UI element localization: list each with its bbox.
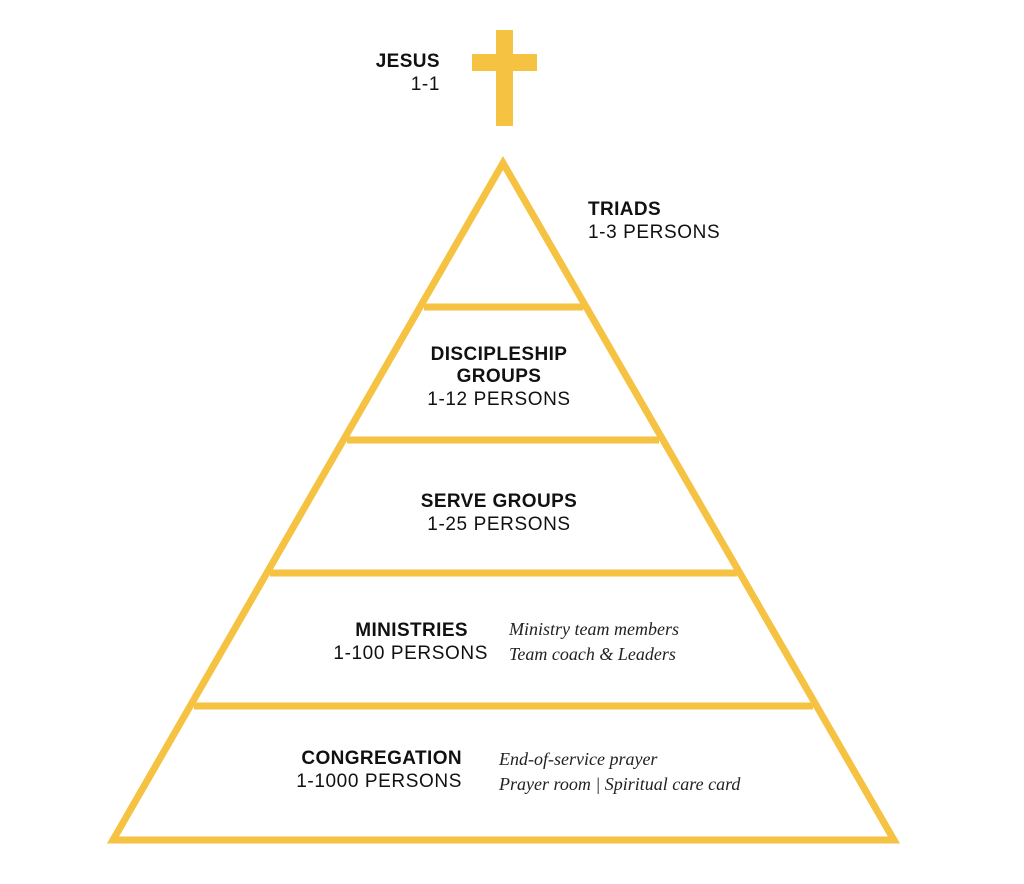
pyramid-outline (106, 155, 901, 844)
tier-title-line1: DISCIPLESHIP (430, 344, 568, 365)
tier-count: 1-25 PERSONS (427, 514, 571, 535)
tier-label-discipleship-groups: DISCIPLESHIP GROUPS 1-12 PERSONS (389, 344, 609, 412)
top-title: JESUS (375, 51, 440, 72)
tier-label-ministries: MINISTRIES 1-100 PERSONS (290, 620, 488, 666)
tier-notes-ministries: Ministry team members Team coach & Leade… (509, 617, 679, 667)
top-label: JESUS 1-1 (330, 51, 440, 97)
tier-count: 1-3 PERSONS (588, 222, 721, 243)
tier-count: 1-12 PERSONS (427, 389, 571, 410)
tier-notes-congregation: End-of-service prayer Prayer room | Spir… (499, 747, 740, 797)
cross-icon (472, 30, 537, 126)
tier-title: CONGREGATION (301, 748, 462, 769)
tier-title-line2: GROUPS (456, 366, 542, 387)
note-line: Team coach & Leaders (509, 644, 676, 664)
tier-label-triads: TRIADS 1-3 PERSONS (588, 199, 788, 245)
note-line: Prayer room | Spiritual care card (499, 774, 741, 794)
note-line: Ministry team members (509, 619, 679, 639)
tier-label-congregation: CONGREGATION 1-1000 PERSONS (250, 748, 462, 794)
tier-title: SERVE GROUPS (420, 491, 578, 512)
tier-count: 1-100 PERSONS (333, 643, 488, 664)
tier-count: 1-1000 PERSONS (296, 771, 462, 792)
note-line: End-of-service prayer (499, 749, 658, 769)
top-count: 1-1 (410, 74, 440, 95)
tier-label-serve-groups: SERVE GROUPS 1-25 PERSONS (379, 491, 619, 537)
tier-title: MINISTRIES (355, 620, 468, 641)
tier-title: TRIADS (588, 199, 662, 220)
